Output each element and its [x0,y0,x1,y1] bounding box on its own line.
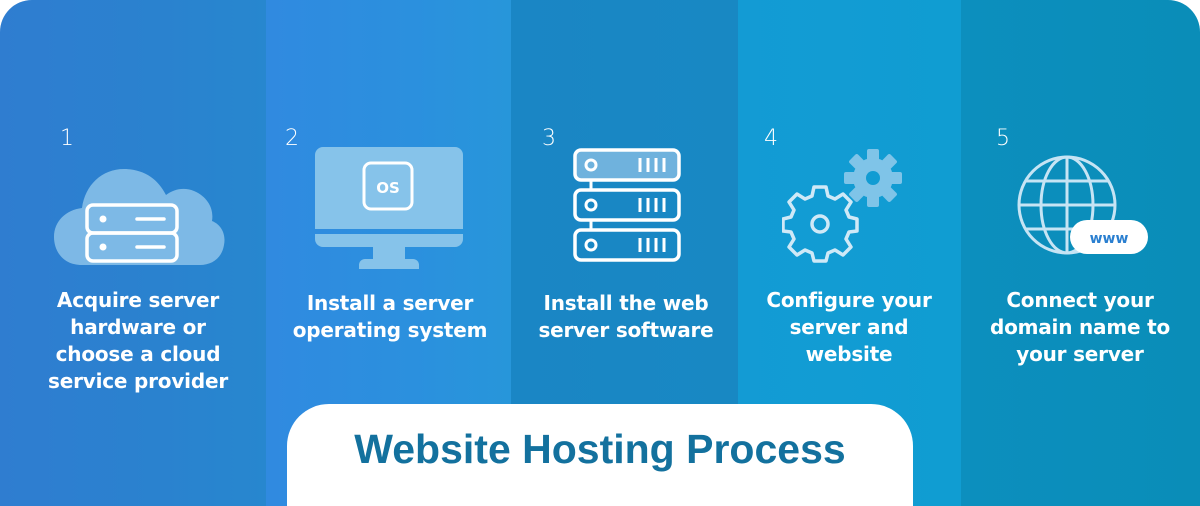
step-5-label-line: Connect your [1006,288,1154,312]
step-1-number: 1 [60,126,74,151]
step-4-label-line: Configure your [766,288,932,312]
step-1-label-line: Acquire server [56,288,220,312]
step-2-label: Install a server operating system [266,290,514,344]
step-4-label-line: server and [789,315,909,339]
step-3-label: Install the web server software [511,290,741,344]
os-icon-text: OS [376,179,400,197]
step-5-panel: 5 www Connect your domain name to your s… [961,0,1200,506]
title-card: Website Hosting Process [287,404,913,506]
step-2-label-line: operating system [292,318,488,342]
step-1-label: Acquire server hardware or choose a clou… [0,287,276,395]
step-1-label-line: choose a cloud [55,342,221,366]
monitor-os-icon: OS [315,147,463,269]
step-3-label-line: server software [538,318,714,342]
server-rack-icon [573,148,681,262]
step-1-label-line: hardware or [70,315,206,339]
www-icon-text: www [1090,231,1129,247]
step-5-number: 5 [996,126,1010,151]
step-4-label: Configure your server and website [738,287,960,368]
step-3-number: 3 [542,126,556,151]
step-4-label-line: website [805,342,893,366]
step-5-label-line: domain name to [989,315,1171,339]
globe-www-icon: www [1017,155,1148,255]
step-1-panel: 1 Acquire server hardware or choose a cl… [0,0,266,506]
step-5-label-line: your server [1016,342,1144,366]
step-4-number: 4 [764,126,778,151]
diagram-title: Website Hosting Process [354,426,846,472]
step-2-number: 2 [285,126,299,151]
step-2-label-line: Install a server [306,291,474,315]
cloud-server-icon [54,169,225,265]
step-5-label: Connect your domain name to your server [961,287,1199,368]
gears-icon [782,149,902,263]
step-1-label-line: service provider [48,369,228,393]
step-3-label-line: Install the web [543,291,709,315]
